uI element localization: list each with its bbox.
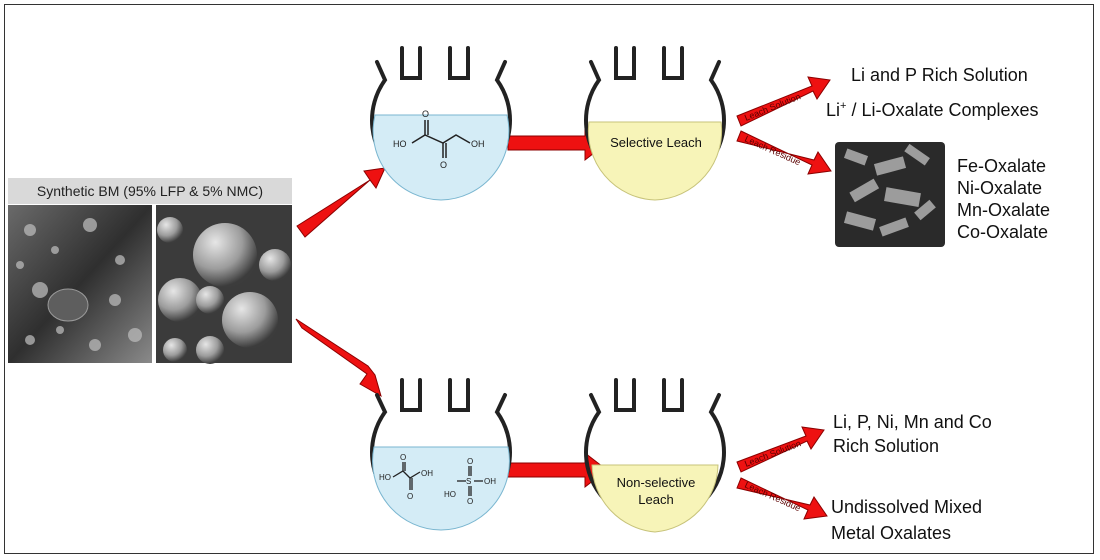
arrow-label-nonselective-solution: Leach Solution [743, 438, 802, 469]
residue-product-ni: Ni-Oxalate [957, 178, 1043, 198]
reagent-liquid-nonselective [372, 446, 510, 531]
nonselective-leach-liquid [591, 464, 719, 533]
atom-ho: HO [393, 139, 407, 149]
selective-solution-line1: Li and P Rich Solution [851, 65, 1028, 85]
sem-image-residue [835, 142, 945, 247]
atom-o-bottom: O [440, 160, 447, 170]
selective-solution-line2: Li+ / Li-Oxalate Complexes [826, 95, 1039, 121]
selective-leach-label: Selective Leach [610, 135, 702, 150]
arrow-nonselective-residue [736, 477, 828, 520]
sem-image-lfp [8, 205, 152, 363]
atom-ho-2: HO [379, 473, 391, 482]
arrow-selective-solution [736, 76, 831, 127]
nonselective-solution-line1: Li, P, Ni, Mn and Co [833, 412, 992, 432]
diagram-border [4, 4, 1094, 554]
atom-s: S [466, 477, 471, 486]
residue-product-mn: Mn-Oxalate [957, 200, 1051, 220]
atom-oh-2: OH [421, 469, 433, 478]
atom-o-s-bottom: O [467, 497, 473, 506]
arrow-to-nonselective-reactor [295, 318, 382, 398]
nonselective-residue-line1: Undissolved Mixed [831, 497, 983, 517]
reagent-liquid-selective [372, 114, 510, 201]
sample-title: Synthetic BM (95% LFP & 5% NMC) [8, 178, 292, 204]
nonselective-residue-line2: Metal Oxalates [831, 523, 952, 543]
li-ion-charge: + [840, 100, 847, 112]
atom-ho-s: HO [444, 490, 456, 499]
oxalic-acid-structure-2 [392, 462, 421, 490]
sem-image-nmc [156, 205, 292, 364]
nonselective-leach-label: Non-selective Leach [610, 474, 702, 508]
oxalic-acid-structure [411, 120, 471, 158]
nonselective-leach-label-line2: Leach [638, 492, 674, 507]
residue-product-co: Co-Oxalate [957, 222, 1049, 242]
atom-oh-s: OH [484, 477, 496, 486]
selective-leach-liquid [587, 121, 723, 201]
arrow-to-selective-reactor [296, 167, 386, 238]
atom-o-s-top: O [467, 457, 473, 466]
nonselective-solution-line2: Rich Solution [833, 436, 940, 456]
li-ion: Li [826, 100, 841, 120]
arrow-label-nonselective-residue: Leach Residue [743, 480, 802, 514]
arrow-nonselective-solution [736, 426, 825, 473]
atom-o-2a: O [400, 453, 406, 462]
atom-o-top: O [422, 109, 429, 119]
arrow-selective-residue [736, 130, 832, 175]
arrow-label-selective-residue: Leach Residue [743, 134, 802, 168]
residue-product-fe: Fe-Oxalate [957, 156, 1047, 176]
arrow-label-selective-solution: Leach Solution [743, 91, 802, 123]
sulfuric-acid-structure [457, 466, 483, 496]
nonselective-leach-label-line1: Non-selective [616, 475, 696, 490]
atom-oh: OH [471, 139, 485, 149]
atom-o-2b: O [407, 492, 413, 501]
li-oxalate-complexes: / Li-Oxalate Complexes [846, 100, 1039, 120]
